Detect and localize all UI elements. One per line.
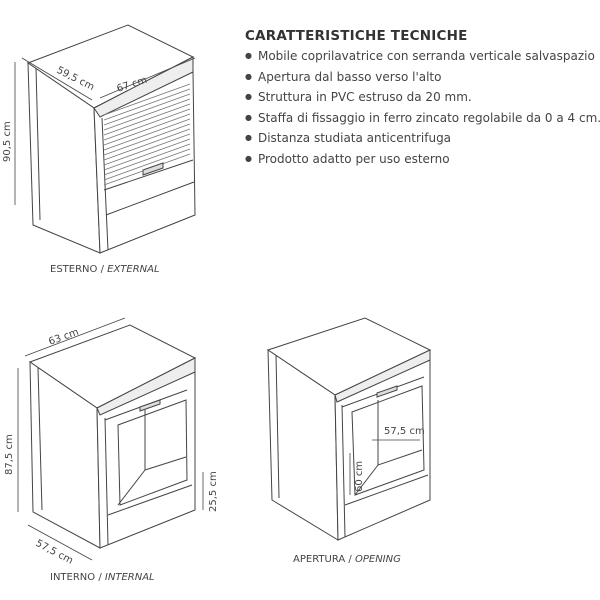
internal-base-label: 25,5 cm [208,471,219,512]
opening-width-label: 57,5 cm [384,426,425,437]
opening-cabinet-drawing [266,317,432,541]
opening-caption: APERTURA / OPENING [293,554,401,565]
external-width-label: 67 cm [116,75,149,95]
caption-en: EXTERNAL [107,264,160,275]
external-depth-label: 59,5 cm [55,65,96,93]
caption-en: INTERNAL [104,572,155,583]
technical-specs: CARATTERISTICHE TECNICHE Mobile coprilav… [245,28,600,170]
spec-item: Staffa di fissaggio in ferro zincato reg… [245,109,600,130]
caption-it: ESTERNO / [50,264,104,275]
caption-it: APERTURA / [293,554,352,565]
spec-item: Struttura in PVC estruso da 20 mm. [245,88,600,109]
spec-item: Prodotto adatto per uso esterno [245,150,600,171]
spec-item: Mobile coprilavatrice con serranda verti… [245,47,600,68]
spec-item: Distanza studiata anticentrifuga [245,129,600,150]
opening-height-label: 60 cm [354,461,365,492]
internal-depth-label: 57,5 cm [34,538,75,567]
external-cabinet-drawing [26,24,196,254]
caption-en: OPENING [354,554,401,565]
specs-list: Mobile coprilavatrice con serranda verti… [245,47,600,170]
caption-it: INTERNO / [50,572,102,583]
internal-width-label: 63 cm [47,327,80,348]
internal-caption: INTERNO / INTERNAL [50,572,155,583]
internal-cabinet-drawing [28,324,197,549]
specs-title: CARATTERISTICHE TECNICHE [245,28,468,44]
external-height-label: 90,5 cm [2,121,13,162]
external-caption: ESTERNO / EXTERNAL [50,264,160,275]
internal-height-label: 87,5 cm [4,434,15,475]
spec-item: Apertura dal basso verso l'alto [245,68,600,89]
